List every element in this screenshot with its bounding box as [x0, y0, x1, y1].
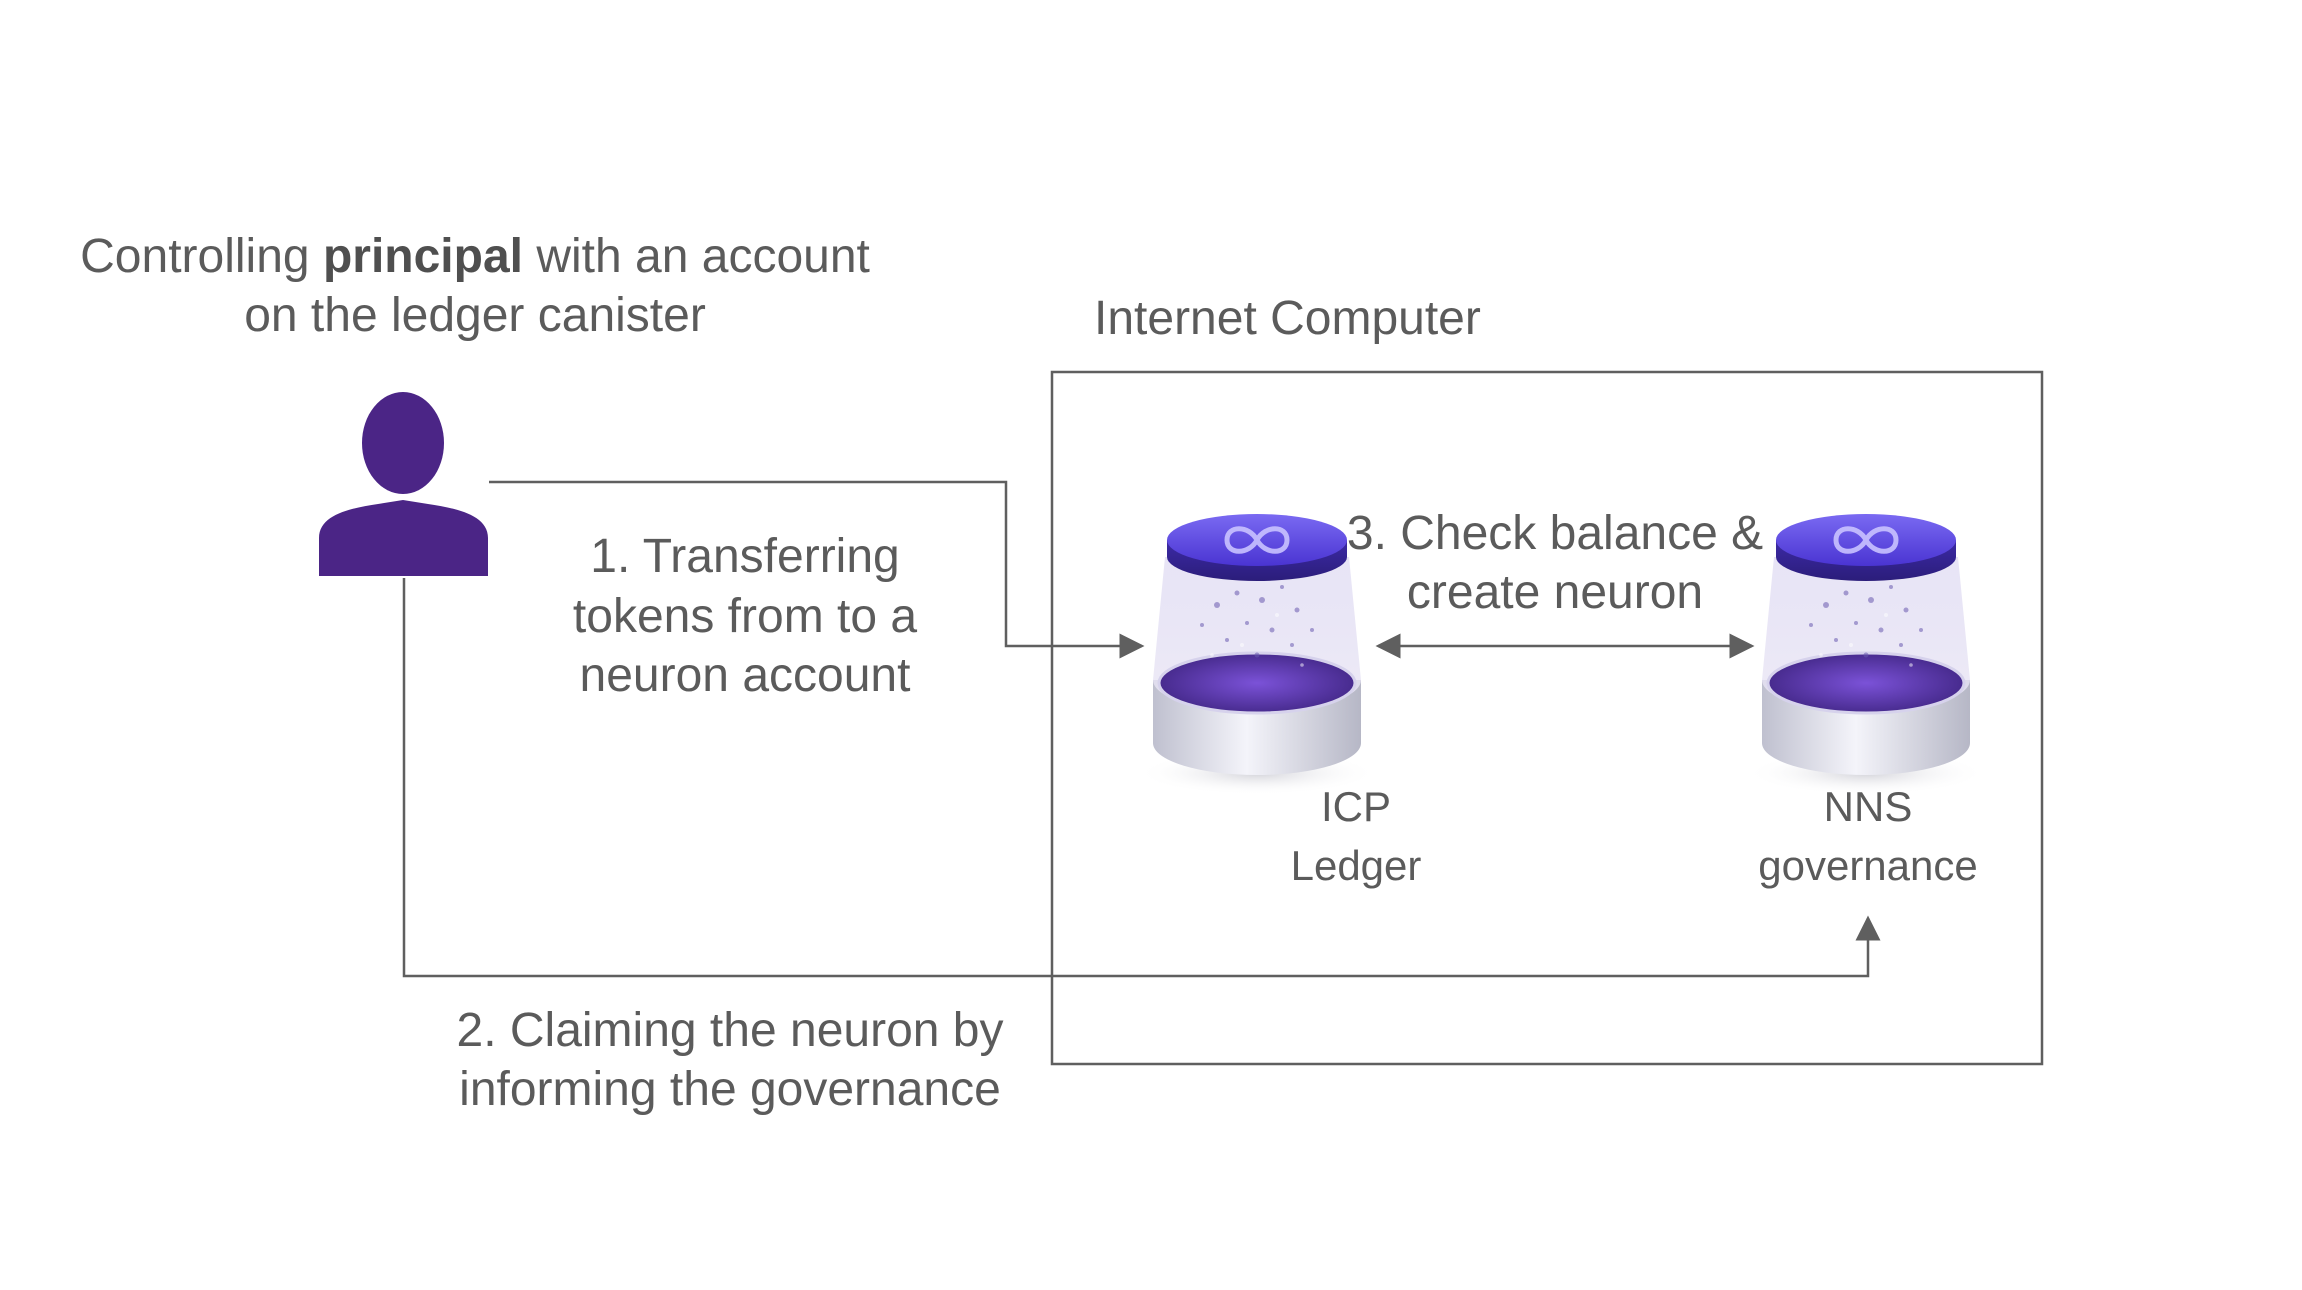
- user-icon: [319, 392, 488, 576]
- ledger-label: ICP Ledger: [1290, 783, 1422, 889]
- internet-computer-label: Internet Computer: [1094, 292, 1481, 345]
- governance-label: NNS governance: [1758, 783, 1978, 889]
- principal-keyword: principal: [322, 230, 523, 283]
- internet-computer-box: [1050, 370, 2044, 1066]
- step2-connector: [402, 578, 1881, 978]
- principal-label-line1: Controlling principal with an account: [80, 230, 870, 283]
- step3-label: 3. Check balance & create neuron: [1346, 507, 1764, 619]
- principal-label-line2: on the ledger canister: [244, 288, 706, 342]
- governance-canister-icon: [1746, 514, 1986, 795]
- step2-label: 2. Claiming the neuron by informing the …: [456, 1004, 1004, 1116]
- step1-label: 1. Transferring tokens from to a neuron …: [572, 530, 918, 703]
- step1-connector: [489, 480, 1145, 659]
- principal-label: Controlling principal with an account on…: [40, 228, 910, 345]
